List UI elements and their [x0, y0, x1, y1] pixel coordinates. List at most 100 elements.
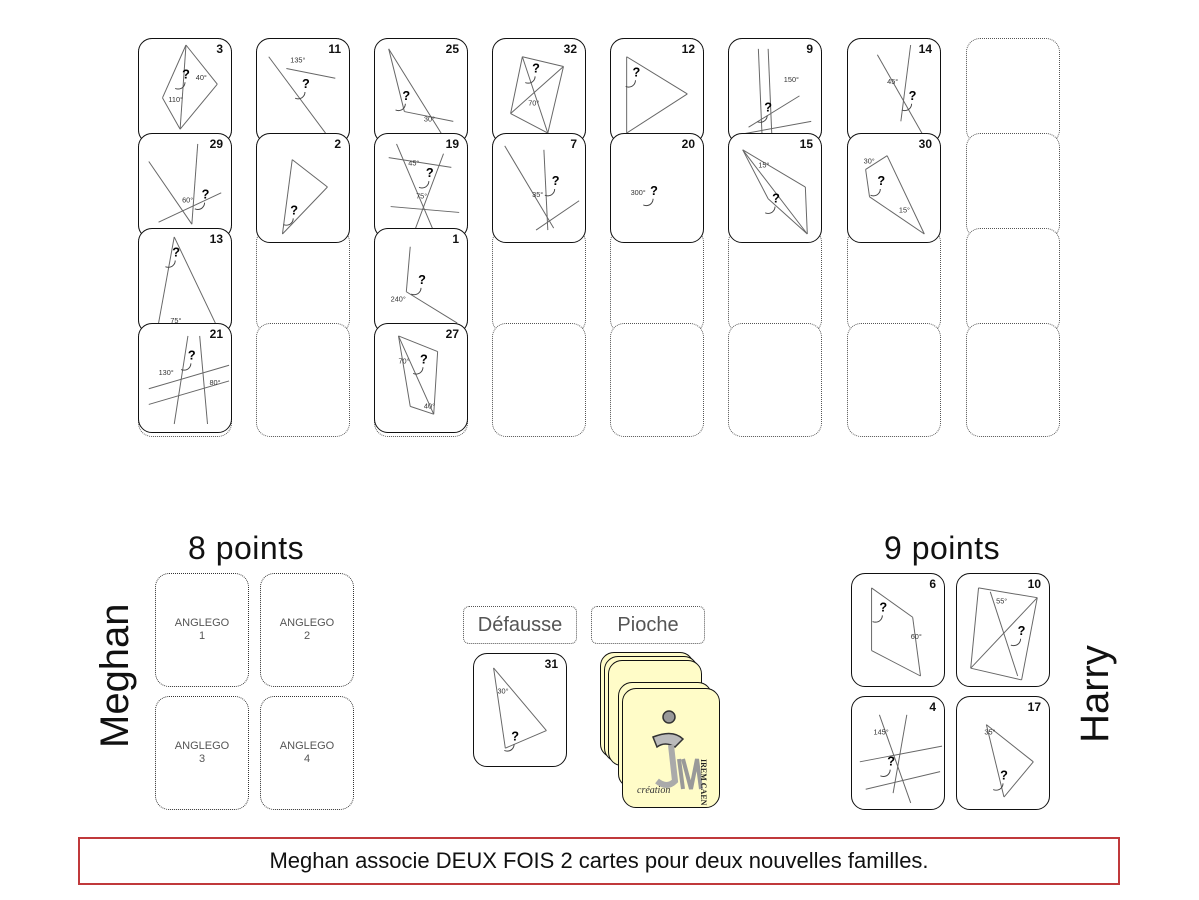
angle-card-1[interactable]: 240°?1 — [374, 228, 468, 334]
figure-line — [398, 335, 438, 353]
figure-line — [433, 351, 439, 415]
board-slot[interactable] — [966, 133, 1060, 239]
card-number: 7 — [570, 137, 577, 151]
angle-card-30[interactable]: 30°15°?30 — [847, 133, 941, 243]
figure-line — [535, 200, 580, 231]
card-number: 32 — [563, 42, 577, 56]
angle-label: 45° — [887, 77, 898, 86]
angle-label: 150° — [784, 75, 799, 84]
angle-card-12[interactable]: ?12 — [610, 38, 704, 144]
angle-arc — [279, 211, 294, 226]
unknown-angle-mark: ? — [909, 88, 917, 103]
angle-arc — [752, 108, 768, 123]
figure-line — [970, 667, 1022, 681]
unknown-angle-mark: ? — [202, 187, 210, 202]
board-slot[interactable] — [610, 323, 704, 437]
angle-card-10[interactable]: 55°? 10 — [956, 573, 1050, 687]
figure-line — [404, 111, 454, 122]
angle-card-31[interactable]: 30°?31 — [473, 653, 567, 767]
figure-line — [989, 591, 1019, 677]
angle-arc — [414, 173, 430, 189]
angle-card-29[interactable]: 60°?29 — [138, 133, 232, 239]
figure-line — [978, 587, 1038, 599]
board-slot[interactable] — [492, 228, 586, 334]
angle-card-32[interactable]: 70°?32 — [492, 38, 586, 144]
angle-card-3[interactable]: 40°110°?3 — [138, 38, 232, 144]
angle-label: 145° — [874, 727, 889, 736]
board-slot[interactable] — [256, 323, 350, 437]
figure-line — [878, 714, 912, 804]
angle-card-2[interactable]: ?2 — [256, 133, 350, 243]
angle-card-7[interactable]: 35°?7 — [492, 133, 586, 243]
figure-line — [804, 187, 808, 235]
unknown-angle-mark: ? — [302, 76, 310, 91]
board-slot[interactable] — [492, 323, 586, 437]
angle-card-15[interactable]: 15°?15 — [728, 133, 822, 243]
figure-line — [162, 97, 181, 130]
figure-line — [398, 335, 411, 407]
angle-card-11[interactable]: 135°?11 — [256, 38, 350, 144]
card-number: 10 — [1027, 577, 1041, 591]
angle-label: 30° — [864, 157, 875, 166]
angle-figure: ? — [279, 159, 328, 235]
angle-figure: 300°? — [631, 183, 658, 207]
card-number: 19 — [445, 137, 459, 151]
figure-line — [493, 667, 547, 731]
unknown-angle-mark: ? — [650, 183, 658, 198]
irem-logo: IREM CAEN création — [637, 710, 708, 806]
board-slot[interactable] — [847, 323, 941, 437]
figure-line — [158, 192, 222, 223]
board-slot[interactable] — [966, 38, 1060, 144]
harry-name: Harry — [1073, 645, 1117, 743]
angle-card-13[interactable]: 75°?13 — [138, 228, 232, 334]
board-slot[interactable] — [966, 323, 1060, 437]
unknown-angle-mark: ? — [633, 64, 641, 79]
unknown-angle-mark: ? — [532, 60, 540, 75]
board-slot[interactable] — [610, 228, 704, 334]
card-number: 15 — [799, 137, 813, 151]
angle-figure: 45°75°? — [388, 143, 460, 237]
angle-label: 130° — [159, 368, 174, 377]
board-slot[interactable] — [256, 228, 350, 334]
angle-card-6[interactable]: 60°?6 — [851, 573, 945, 687]
angle-arc — [161, 253, 176, 268]
board-slot[interactable] — [728, 323, 822, 437]
angle-card-20[interactable]: 300°?20 — [610, 133, 704, 243]
angle-figure: 240°? — [391, 246, 458, 324]
figure-line — [871, 650, 921, 677]
unknown-angle-mark: ? — [877, 173, 885, 188]
figure-line — [291, 159, 328, 188]
figure-line — [388, 157, 452, 168]
card-number: 31 — [544, 657, 558, 671]
figure-line — [158, 236, 175, 324]
card-number: 2 — [334, 137, 341, 151]
angle-card-14[interactable]: 45°?14 — [847, 38, 941, 144]
angle-label: 55° — [996, 597, 1007, 606]
angle-card-19[interactable]: 45°75°?19 — [374, 133, 468, 239]
figure-line — [493, 667, 506, 749]
figure-line — [1021, 597, 1038, 681]
angle-arc — [406, 280, 422, 296]
figure-line — [191, 143, 199, 225]
angle-card-9[interactable]: 150°?9 — [728, 38, 822, 144]
board-slot[interactable] — [966, 228, 1060, 334]
angle-card-27[interactable]: 70°40°?27 — [374, 323, 468, 433]
angle-label: 70° — [398, 356, 409, 365]
figure-line — [268, 56, 326, 134]
angle-card-25[interactable]: 30°?25 — [374, 38, 468, 144]
figure-line — [869, 196, 925, 235]
figure-line — [148, 380, 230, 405]
board-slot[interactable] — [847, 228, 941, 334]
angle-card-4[interactable]: 145°?4 — [851, 696, 945, 810]
angle-card-21[interactable]: 130°80°?21 — [138, 323, 232, 433]
deck-top-card[interactable]: IREM CAEN création — [622, 688, 720, 808]
board-slot[interactable] — [728, 228, 822, 334]
unknown-angle-mark: ? — [511, 728, 519, 743]
angle-card-17[interactable]: 35°?17 — [956, 696, 1050, 810]
figure-line — [767, 198, 808, 235]
unknown-angle-mark: ? — [1018, 623, 1026, 638]
